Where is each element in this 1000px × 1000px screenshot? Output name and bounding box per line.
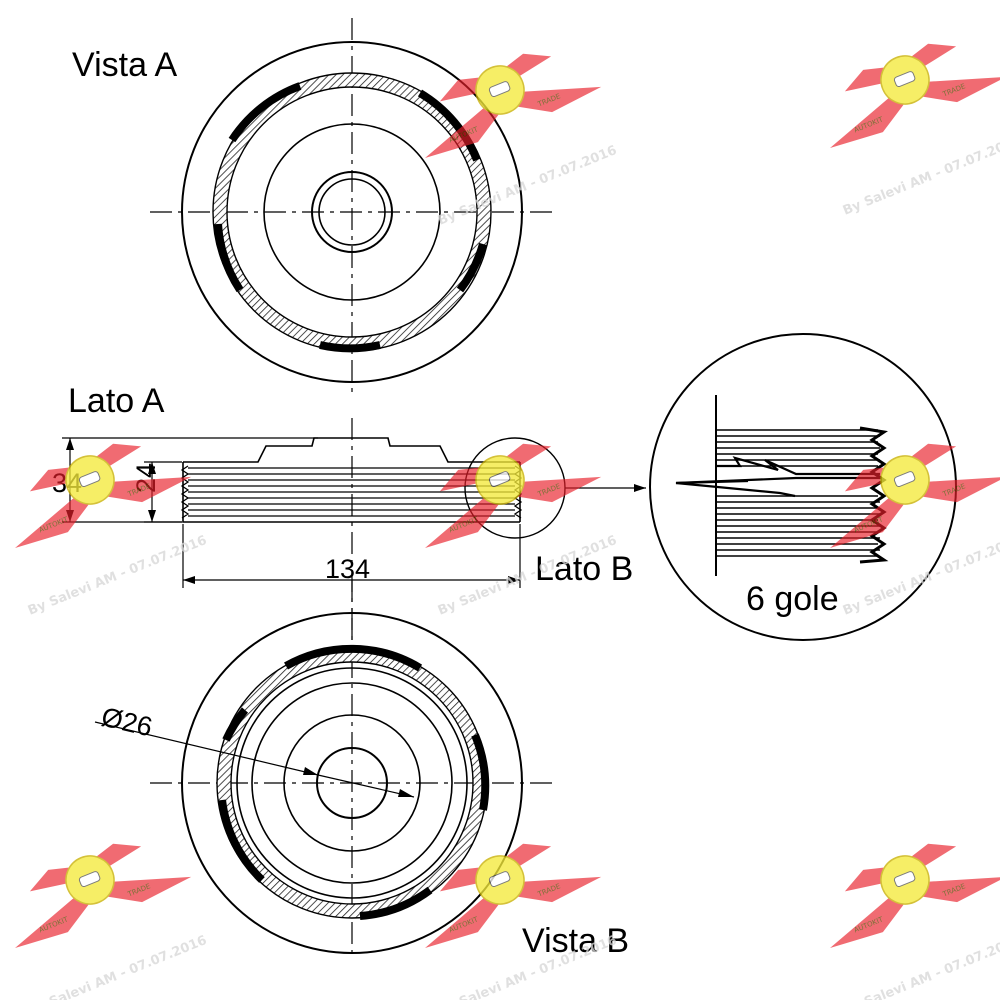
dimension-bore-text: Ø26 — [99, 702, 155, 743]
watermark-car-icon — [488, 871, 511, 888]
watermark-car-icon — [488, 471, 511, 488]
watermark-text: By Salevi AM - 07.07.2016 — [26, 933, 209, 1000]
watermark-car-icon — [893, 71, 916, 88]
watermark-text: By Salevi AM - 07.07.2016 — [841, 133, 1000, 219]
watermark-car-icon — [893, 871, 916, 888]
watermark-car-icon — [78, 471, 101, 488]
label-lato-a: Lato A — [68, 382, 165, 420]
label-vista-b: Vista B — [522, 922, 629, 960]
dimension-bore — [94, 721, 415, 798]
watermark-car-icon — [78, 871, 101, 888]
dimension-134-text: 134 — [325, 554, 370, 584]
view-a-dark-segments — [214, 82, 487, 353]
watermark-text: By Salevi AM - 07.07.2016 — [26, 533, 209, 619]
watermark-car-icon — [488, 81, 511, 98]
side-view — [180, 418, 646, 640]
watermark-car-icon — [893, 471, 916, 488]
label-6-gole: 6 gole — [746, 580, 839, 618]
watermark-text: By Salevi AM - 07.07.2016 — [841, 933, 1000, 1000]
label-lato-b: Lato B — [535, 550, 633, 588]
view-a-pulley — [150, 18, 555, 395]
view-b-dark-segments — [218, 644, 490, 920]
watermark-text: By Salevi AM - 07.07.2016 — [841, 533, 1000, 619]
label-vista-a: Vista A — [72, 46, 178, 84]
